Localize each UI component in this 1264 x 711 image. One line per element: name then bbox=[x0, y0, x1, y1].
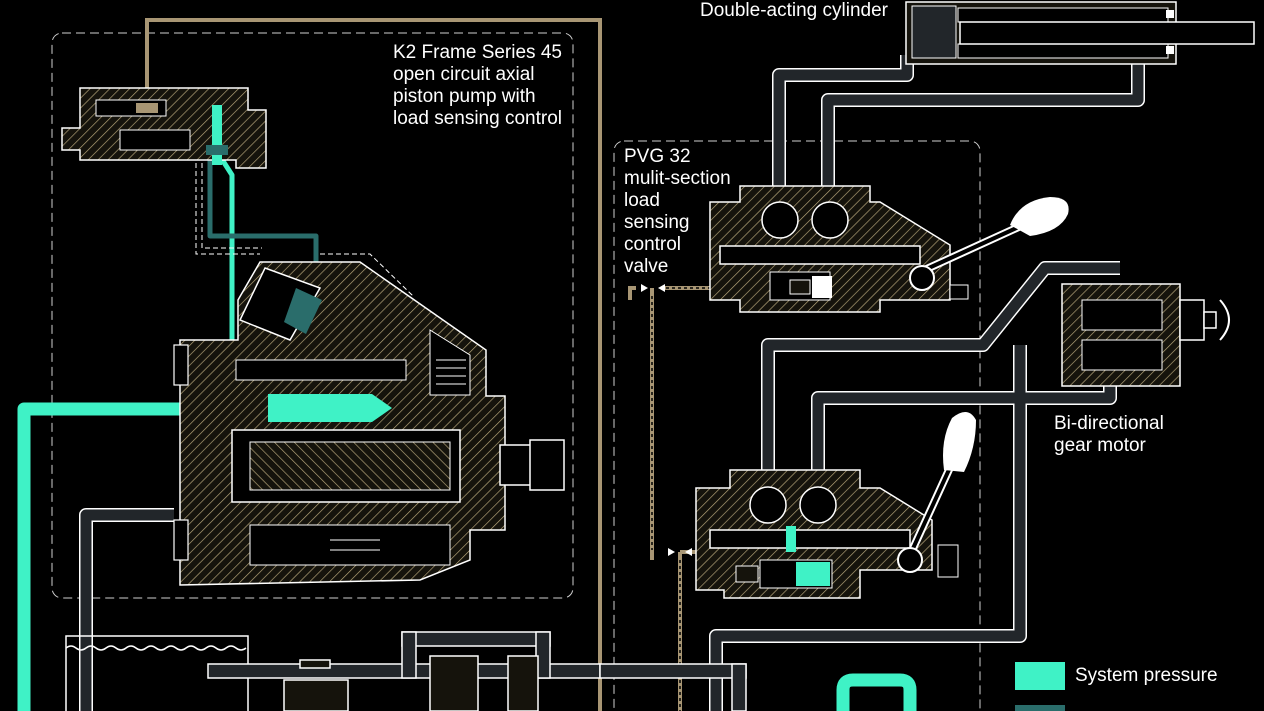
k2-pump-label-line: K2 Frame Series 45 bbox=[393, 42, 562, 63]
pvg-valve-label-line: sensing bbox=[624, 212, 690, 233]
k2-pump-label-line: open circuit axial bbox=[393, 64, 535, 85]
valve-boundary-box bbox=[613, 140, 981, 711]
k2-pump-label-line: load sensing control bbox=[393, 108, 562, 129]
pvg-lever-upper bbox=[909, 197, 1069, 300]
gear-motor-label: Bi-directional gear motor bbox=[1054, 413, 1164, 457]
gear-motor-label-line: gear motor bbox=[1054, 435, 1146, 456]
pilot-line-dashes bbox=[651, 287, 735, 711]
legend-swatch-load-sense bbox=[1015, 705, 1065, 711]
shuttle-valves bbox=[641, 284, 692, 556]
pvg-valve-label: PVG 32 mulit-section load sensing contro… bbox=[624, 146, 731, 278]
filter-and-pipes bbox=[207, 631, 747, 711]
k2-pump-label-line: piston pump with bbox=[393, 86, 536, 107]
k2-pump-label: K2 Frame Series 45 open circuit axial pi… bbox=[393, 42, 562, 130]
cylinder-label: Double-acting cylinder bbox=[700, 0, 888, 21]
pvg-valve-label-line: PVG 32 bbox=[624, 146, 691, 167]
pvg-valve-label-line: valve bbox=[624, 256, 669, 277]
double-acting-cylinder bbox=[905, 1, 1255, 65]
pvg-valve-label-line: load bbox=[624, 190, 660, 211]
legend-label-system-pressure: System pressure bbox=[1075, 665, 1218, 686]
pump-control-valve bbox=[61, 87, 267, 169]
pvg-valve-upper bbox=[709, 185, 951, 313]
gear-motor bbox=[1061, 283, 1230, 387]
gear-motor-label-line: Bi-directional bbox=[1054, 413, 1164, 434]
pump-boundary-box bbox=[51, 32, 574, 599]
pvg-valve-label-line: mulit-section bbox=[624, 168, 731, 189]
axial-piston-pump bbox=[173, 261, 565, 586]
pvg-valve-lower bbox=[695, 469, 933, 599]
pvg-valve-label-line: control bbox=[624, 234, 682, 255]
pvg-lever-lower bbox=[897, 411, 976, 578]
legend-swatch-system-pressure bbox=[1015, 662, 1065, 690]
return-loop bbox=[836, 673, 917, 711]
